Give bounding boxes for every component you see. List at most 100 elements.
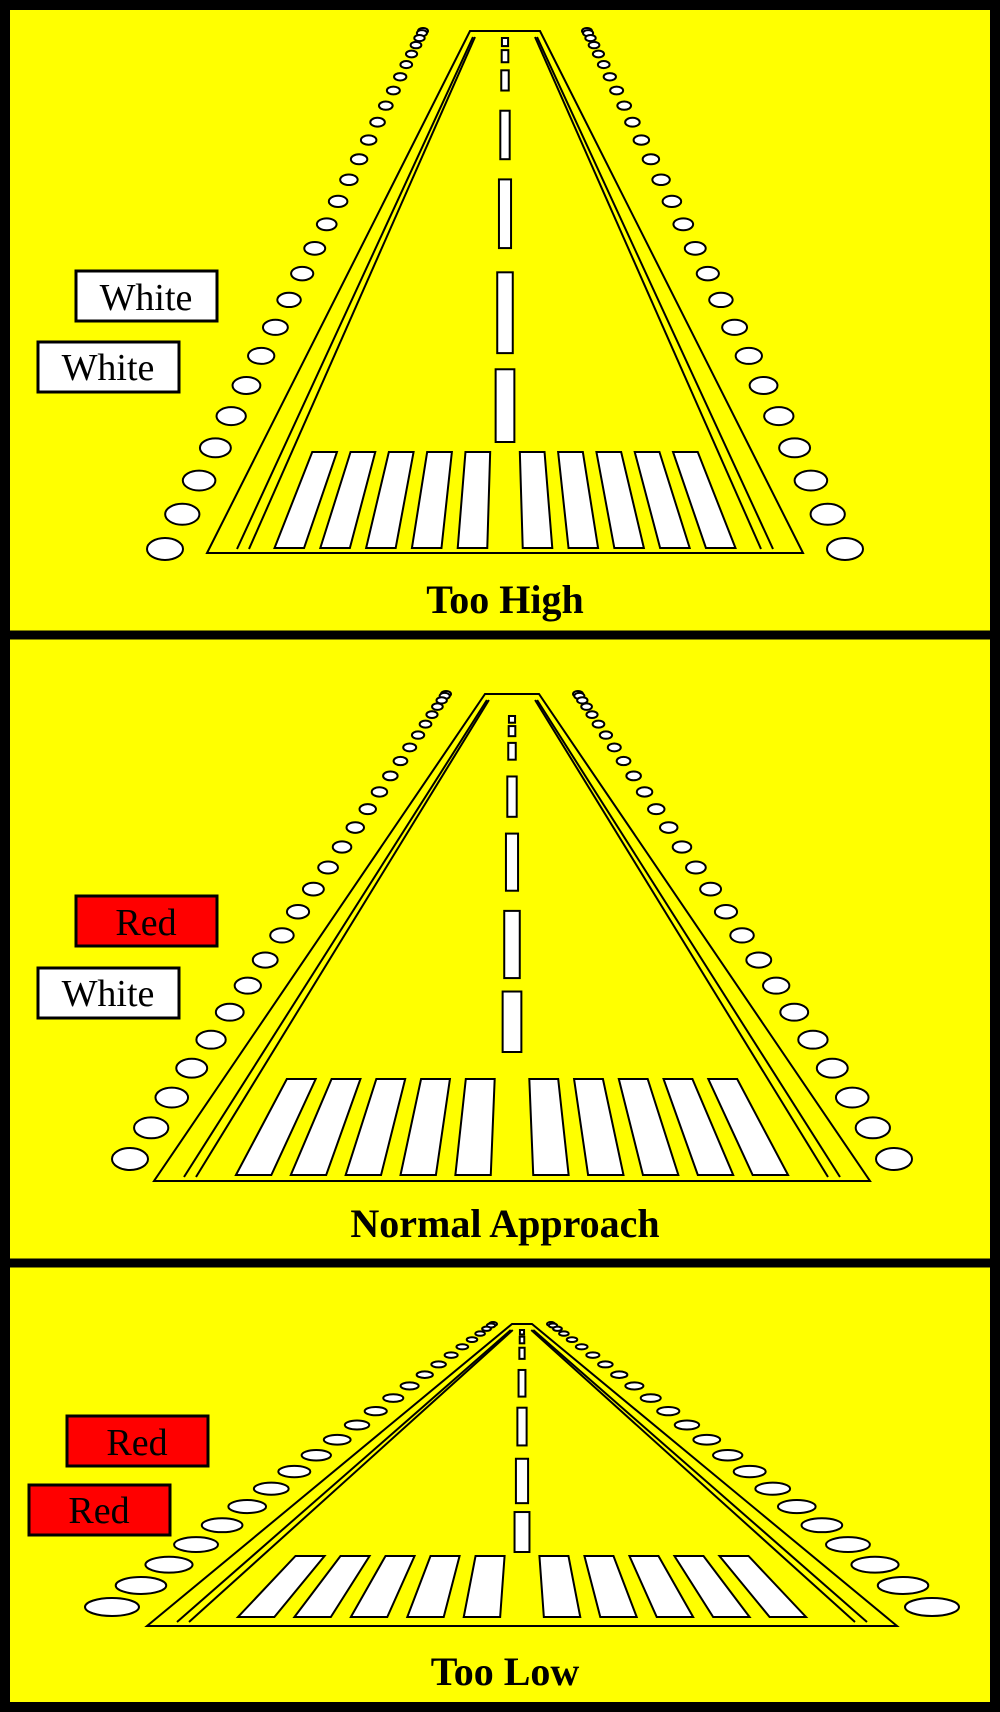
centerline-dash: [500, 69, 510, 92]
threshold-stripe: [528, 1078, 570, 1176]
indicator-label: White: [100, 277, 193, 319]
runway-edge-light: [671, 840, 693, 854]
runway-edge-light: [349, 153, 369, 166]
runway-edge-light: [251, 951, 279, 969]
runway-edge-light: [382, 770, 399, 782]
runway-edge-light: [393, 72, 408, 82]
runway-edge-light: [695, 265, 720, 282]
runway-edge-light: [252, 1481, 290, 1496]
runway-edge-light: [602, 72, 617, 82]
threshold-stripe: [706, 1078, 790, 1176]
centerline-dash: [499, 109, 511, 161]
runway: [111, 690, 913, 1182]
runway-edge-light: [418, 719, 433, 729]
runway-edge-light: [345, 821, 365, 834]
runway-edge-light: [875, 1147, 913, 1171]
runway-edge-light: [331, 840, 353, 854]
runway-edge-light: [269, 927, 295, 944]
threshold-stripe: [235, 1555, 327, 1618]
light-indicator-lower: Red: [27, 1483, 172, 1537]
runway-edge-line: [532, 1329, 868, 1623]
threshold-stripe: [717, 1555, 809, 1618]
runway-edge-line: [188, 1329, 514, 1623]
runway-edge-light: [175, 1057, 209, 1079]
runway-edge-light: [778, 437, 812, 459]
runway-edge-light: [404, 49, 419, 59]
threshold-stripe: [456, 451, 492, 549]
centerline-dash: [507, 725, 517, 738]
runway-edge-light: [114, 1576, 168, 1595]
runway-outline: [144, 1323, 900, 1627]
indicator-label: White: [62, 973, 155, 1015]
runway-edge-light: [261, 318, 289, 336]
runway-edge-light: [591, 719, 606, 729]
runway-edge-light: [363, 1405, 388, 1417]
runway-edge-light: [651, 173, 671, 187]
runway-edge-light: [392, 755, 409, 767]
runway-edge-light: [797, 1029, 829, 1050]
centerline-dash: [501, 990, 523, 1054]
runway-edge-light: [609, 85, 625, 96]
runway-edge-light: [200, 1517, 244, 1534]
runway-edge-light: [745, 951, 773, 969]
runway-edge-light: [596, 60, 611, 70]
panel-title: Too High: [426, 577, 583, 622]
runway-edge-line: [536, 36, 774, 550]
runway-edge-light: [285, 904, 311, 920]
runway-edge-light: [402, 742, 418, 753]
runway-edge-light: [616, 100, 633, 111]
runway-edge-light: [425, 710, 439, 719]
runway-edge-light: [173, 1536, 219, 1554]
runway-edge-light: [370, 786, 389, 798]
threshold-stripe: [627, 1555, 695, 1618]
threshold-stripe: [289, 1078, 362, 1176]
runway-edge-light: [558, 1330, 570, 1337]
runway-edge-light: [615, 755, 632, 767]
runway-edge-light: [699, 881, 723, 897]
runway-edge-light: [672, 217, 695, 232]
runway-edge-light: [639, 1393, 662, 1403]
runway-edge-light: [154, 1086, 190, 1109]
centerline-dash: [503, 909, 521, 980]
runway-edge-light: [580, 702, 593, 711]
threshold-stripe: [617, 1078, 680, 1176]
runway-edge-light: [552, 1325, 563, 1332]
runway-edge-light: [825, 1536, 871, 1554]
runway-edge-light: [181, 469, 217, 492]
light-indicator-upper: White: [74, 269, 219, 323]
runway-edge-light: [635, 786, 654, 798]
centerline-dash: [500, 37, 510, 48]
runway-edge-light: [481, 1325, 492, 1332]
runway-edge-light: [233, 976, 262, 995]
runway-edge-light: [850, 1555, 900, 1574]
centerline-dash: [496, 271, 514, 355]
threshold-stripe: [538, 1555, 582, 1618]
runway-edge-light: [762, 976, 791, 995]
runway-edge-light: [322, 1433, 352, 1446]
runway-edge-light: [303, 241, 327, 256]
runway-edge-light: [435, 696, 448, 705]
runway-edge-light: [585, 710, 599, 719]
indicator-label: Red: [106, 1422, 167, 1464]
threshold-stripe: [595, 451, 646, 549]
threshold-stripe: [292, 1555, 372, 1618]
runway-edge-light: [685, 860, 707, 875]
runway-edge-light: [779, 1002, 810, 1022]
runway-edge-light: [708, 291, 734, 309]
runway-edge-light: [301, 881, 325, 897]
runway-edge-line: [183, 699, 488, 1178]
threshold-stripe: [318, 451, 377, 549]
runway-edge-light: [809, 502, 846, 526]
runway-edge-light: [315, 217, 338, 232]
runway-edge-light: [748, 375, 779, 395]
indicator-label: White: [62, 347, 155, 389]
panel-normal-approach: Red White Normal Approach: [36, 690, 913, 1246]
runway-edge-light: [358, 803, 377, 816]
runway-edge-light: [227, 1499, 268, 1515]
runway-edge-light: [721, 318, 749, 336]
runway-edge-light: [585, 1351, 601, 1359]
threshold-stripe: [273, 451, 339, 549]
centerline-dash: [507, 741, 517, 761]
runway-edge-light: [146, 537, 184, 561]
runway-edge-light: [834, 1086, 870, 1109]
